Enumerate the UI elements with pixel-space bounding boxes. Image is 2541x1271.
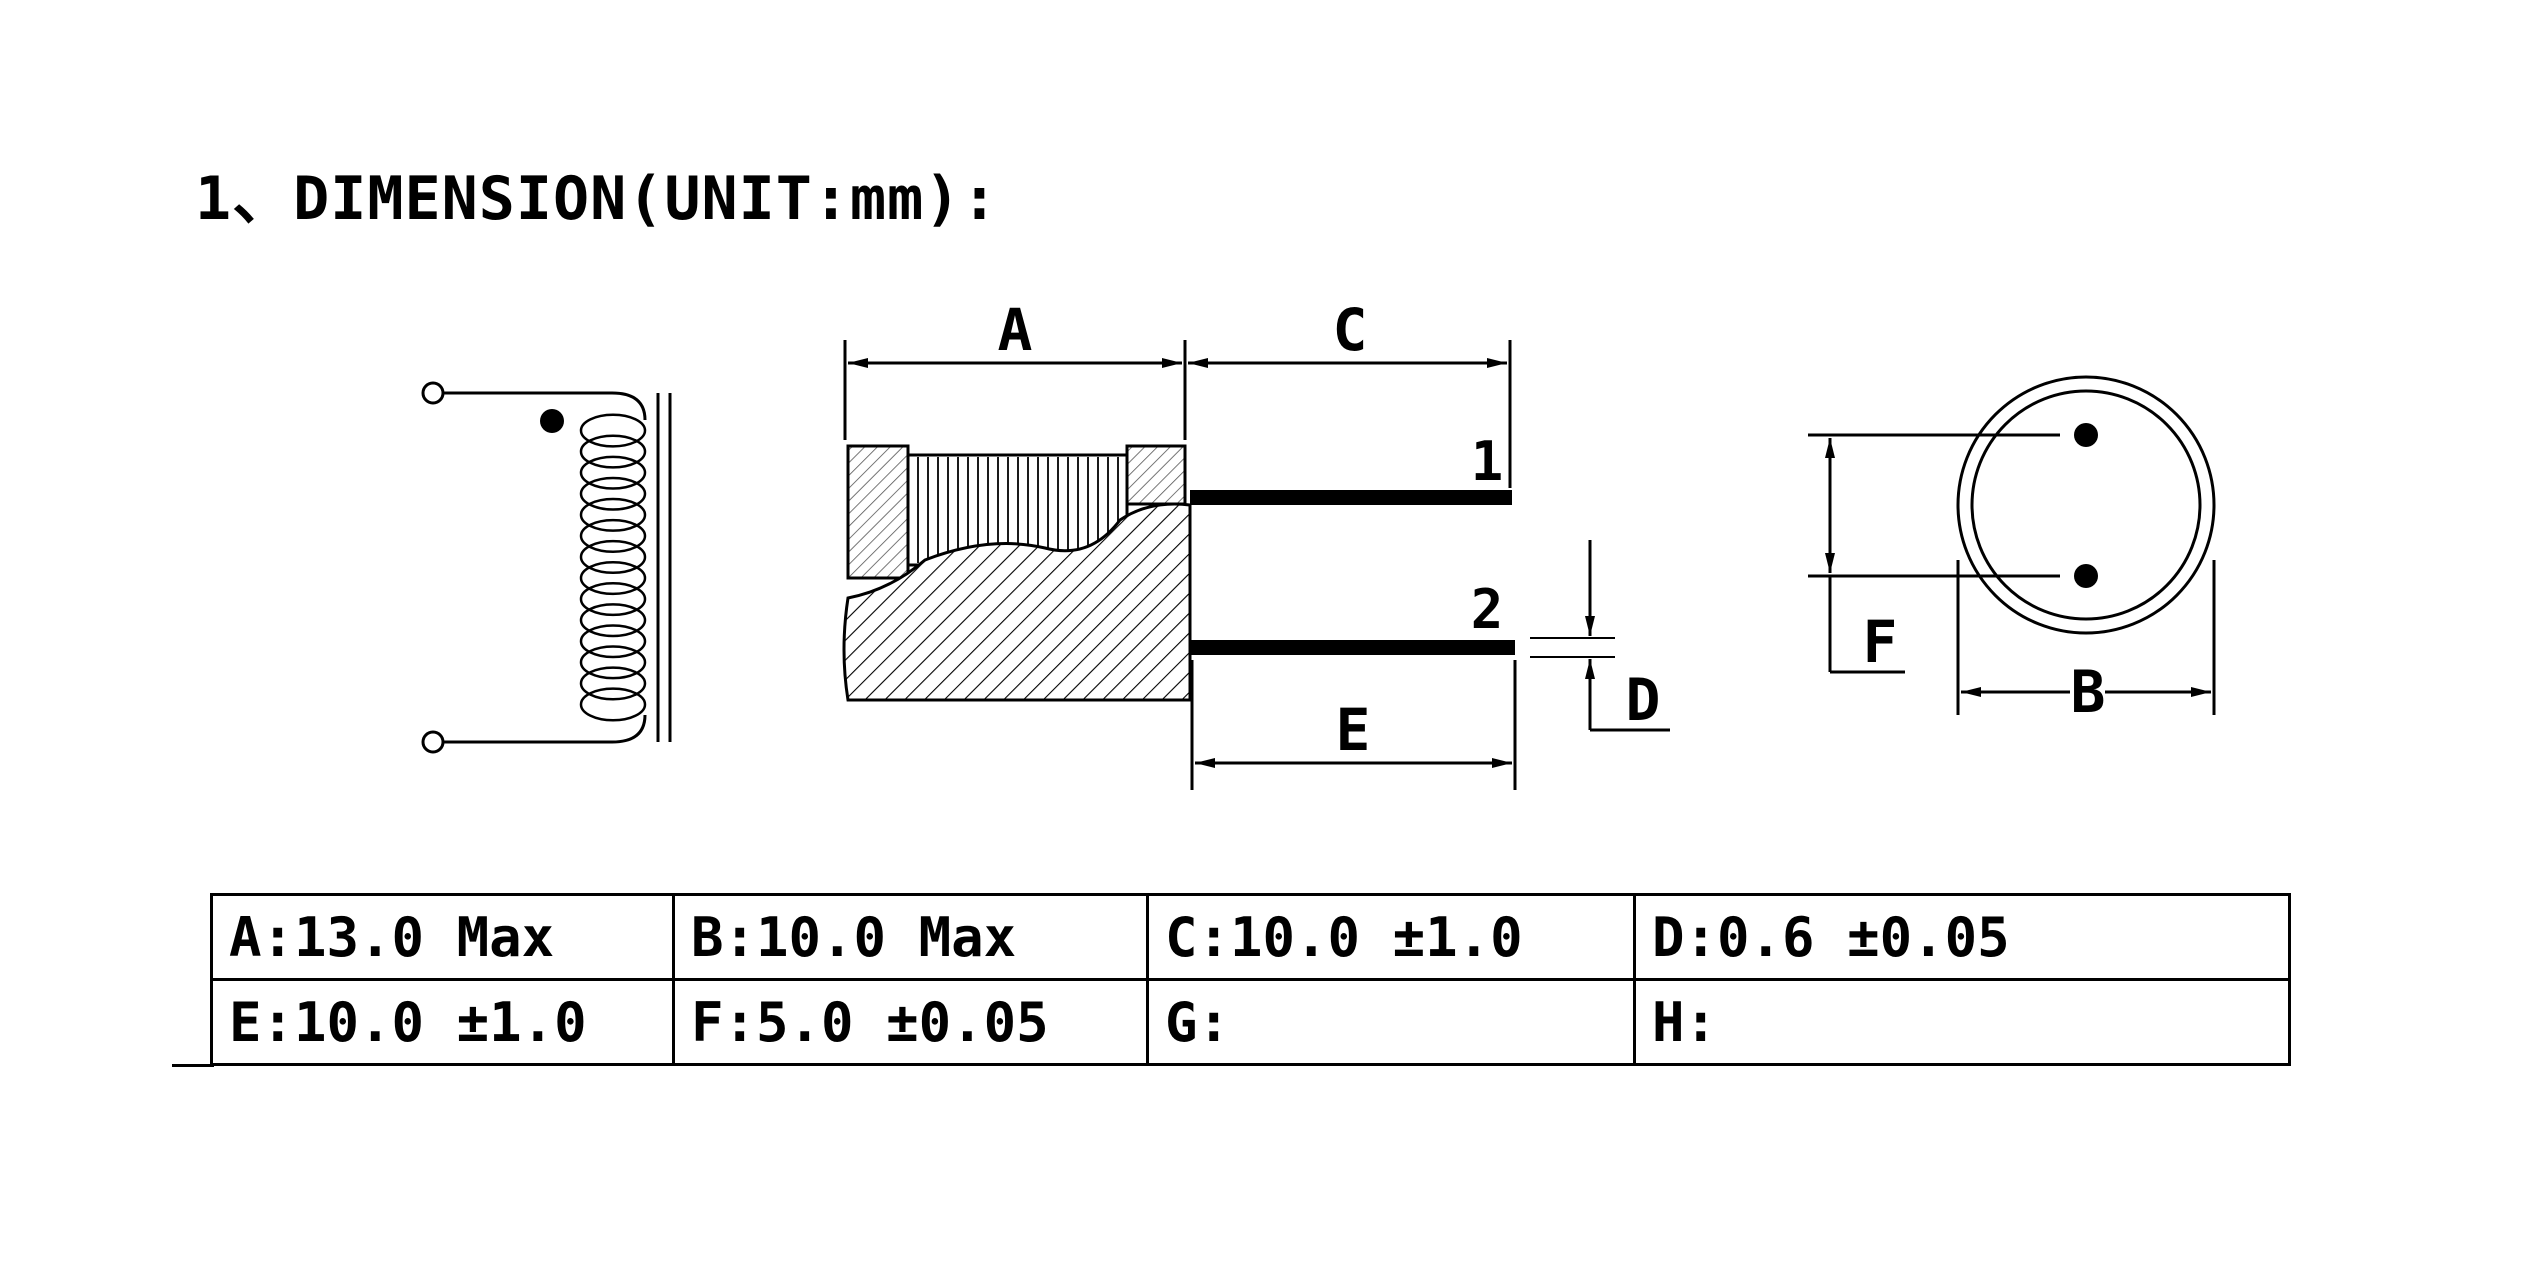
coil-loop [579,666,647,701]
inner-circle [1970,389,2202,621]
inductor-end-view: F B [1808,375,2216,726]
spec-cell-b: B:10.0 Max [672,893,1149,981]
table-baseline-rule [172,1064,214,1067]
right-flange [1125,444,1187,506]
coil-loop [579,497,647,532]
coil-loop [579,560,647,596]
inductor-schematic-symbol [421,381,672,754]
dimension-c-label: C [1333,296,1368,364]
left-flange [846,444,910,580]
polarity-dot [540,409,564,433]
dimension-f-label: F [1863,608,1898,676]
spec-cell-d: D:0.6 ±0.05 [1633,893,2291,981]
table-row: E:10.0 ±1.0 F:5.0 ±0.05 G: H: [210,978,2291,1066]
coil-loop [579,434,647,469]
spec-cell-h: H: [1633,978,2291,1066]
pin-1-label: 1 [1471,430,1504,493]
terminal-top-circle [421,381,445,405]
spec-cell-c: C:10.0 ±1.0 [1146,893,1636,981]
coil-loop [579,603,647,638]
pin-2-dot [2074,564,2098,588]
dimension-a-label: A [998,296,1033,364]
coil-loop [579,539,647,575]
spec-cell-g: G: [1146,978,1636,1066]
coil-loop [579,582,647,617]
coil-loop [579,518,647,553]
coil-loop [579,455,647,490]
pin-2-label: 2 [1471,578,1504,641]
spec-cell-f: F:5.0 ±0.05 [672,978,1149,1066]
coil-winding [579,413,647,722]
terminal-bottom-circle [421,730,445,754]
dimension-b-label: B [2071,658,2106,726]
spec-cell-a: A:13.0 Max [210,893,675,981]
coil-loop [579,624,647,659]
dimension-d-label: D [1626,666,1661,734]
winding-stripes [917,457,1119,563]
coil-loop [579,687,647,722]
pin-1-dot [2074,423,2098,447]
coil-loop [579,645,647,680]
lead-1 [1190,490,1512,505]
lead-2 [1190,640,1515,655]
spec-cell-e: E:10.0 ±1.0 [210,978,675,1066]
dimension-spec-table: A:13.0 Max B:10.0 Max C:10.0 ±1.0 D:0.6 … [210,893,2291,1066]
inductor-side-view: A C 1 2 D E [842,296,1670,790]
dimension-e-label: E [1336,696,1371,764]
table-row: A:13.0 Max B:10.0 Max C:10.0 ±1.0 D:0.6 … [210,893,2291,981]
coil-loop [579,413,647,448]
section-title: 1、DIMENSION(UNIT:mm): [195,164,999,234]
sleeve-body [842,502,1192,702]
coil-loop [579,476,647,511]
